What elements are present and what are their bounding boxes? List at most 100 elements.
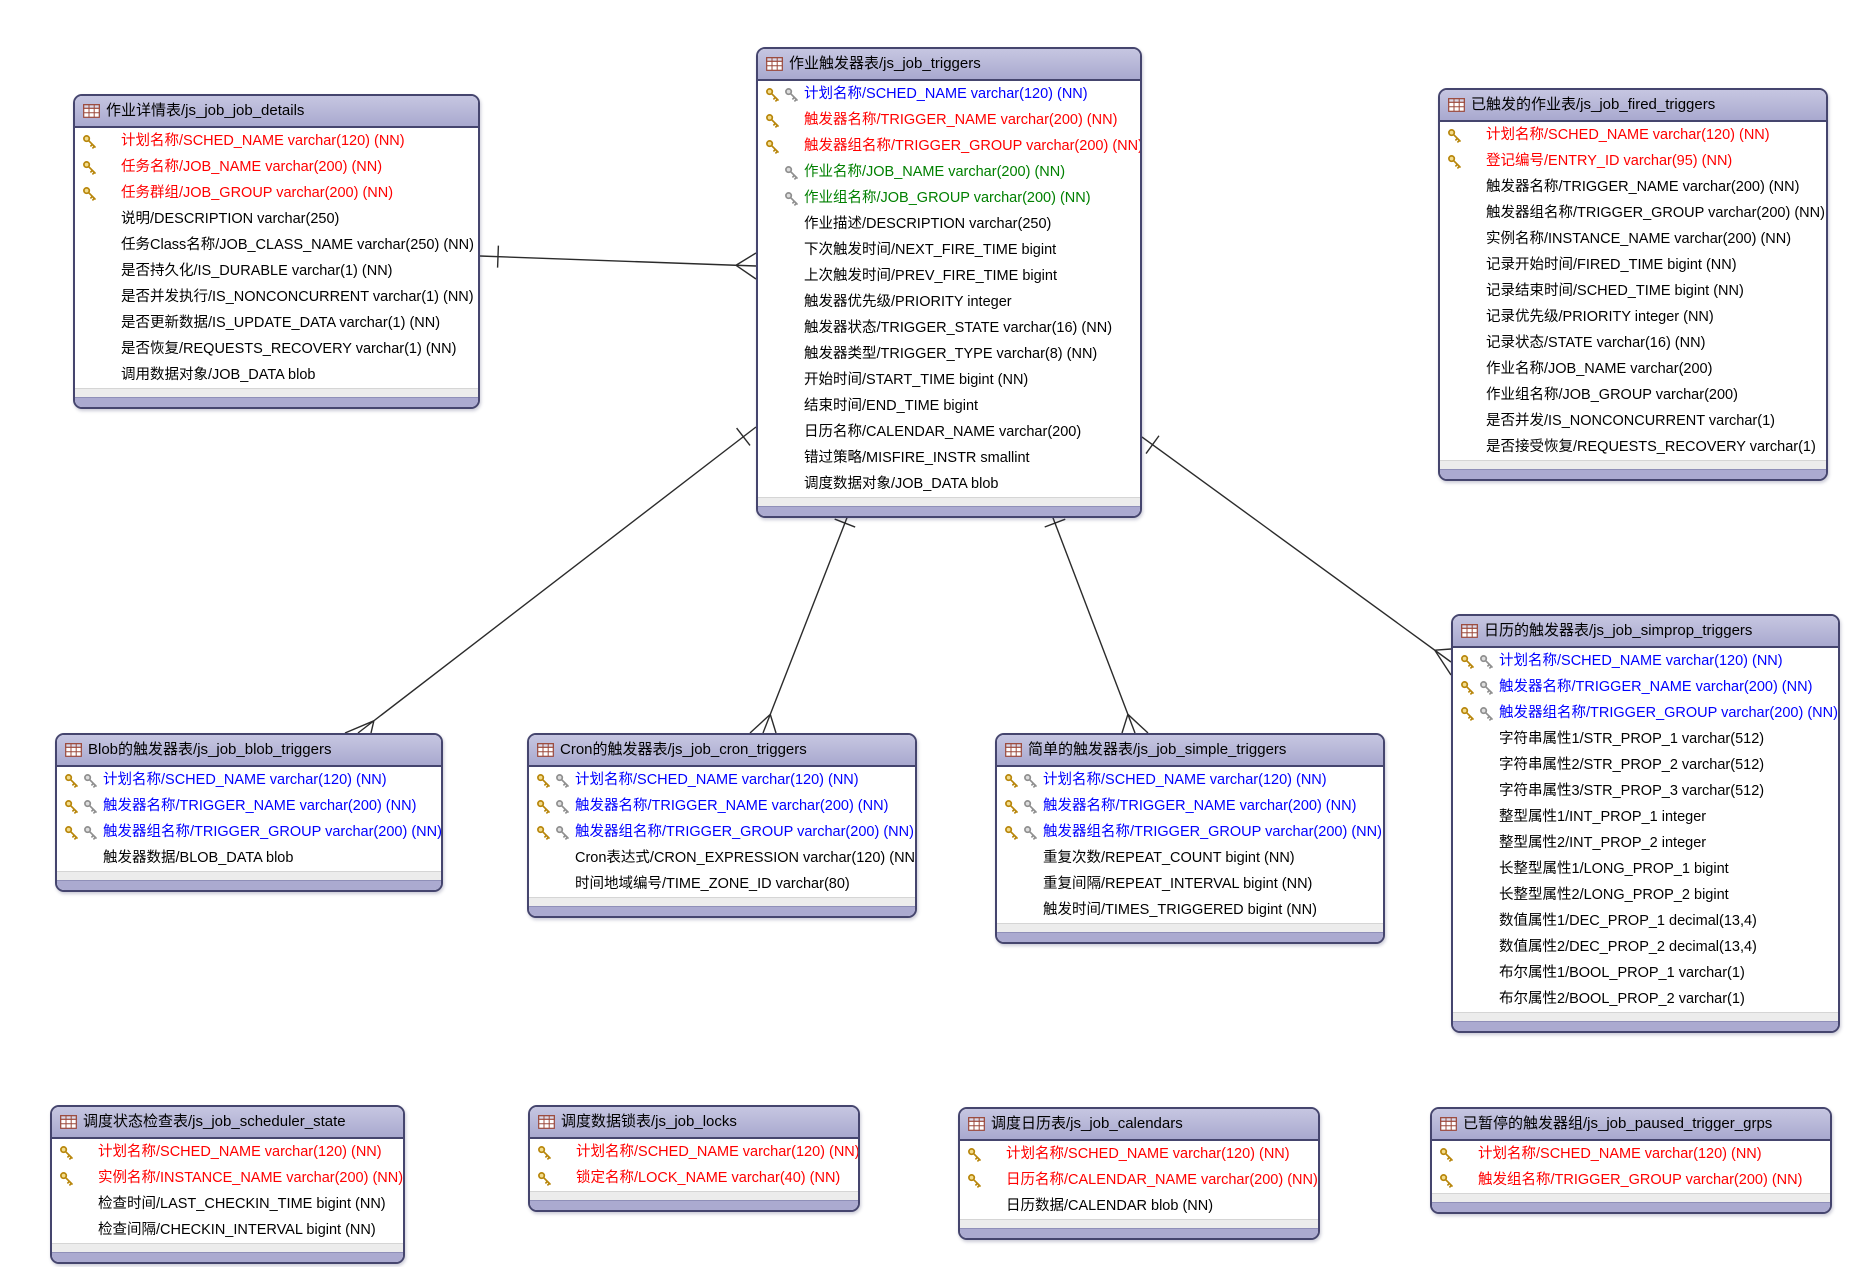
column-row[interactable]: 检查间隔/CHECKIN_INTERVAL bigint (NN) xyxy=(52,1217,403,1243)
column-row[interactable]: 数值属性1/DEC_PROP_1 decimal(13,4) xyxy=(1453,908,1838,934)
table-header[interactable]: 已暂停的触发器组/js_job_paused_trigger_grps xyxy=(1432,1109,1830,1141)
column-row[interactable]: 任务Class名称/JOB_CLASS_NAME varchar(250) (N… xyxy=(75,232,478,258)
entity-table-blob_triggers[interactable]: Blob的触发器表/js_job_blob_triggers 计划名称/SCHE… xyxy=(55,733,443,892)
relationship-line[interactable] xyxy=(762,509,851,734)
column-row[interactable]: 计划名称/SCHED_NAME varchar(120) (NN) xyxy=(1453,648,1838,674)
column-row[interactable]: 开始时间/START_TIME bigint (NN) xyxy=(758,367,1140,393)
column-row[interactable]: 下次触发时间/NEXT_FIRE_TIME bigint xyxy=(758,237,1140,263)
column-row[interactable]: 日历名称/CALENDAR_NAME varchar(200) (NN) xyxy=(960,1167,1318,1193)
entity-table-cron_triggers[interactable]: Cron的触发器表/js_job_cron_triggers 计划名称/SCHE… xyxy=(527,733,917,918)
column-row[interactable]: 重复次数/REPEAT_COUNT bigint (NN) xyxy=(997,845,1383,871)
entity-table-calendars[interactable]: 调度日历表/js_job_calendars 计划名称/SCHED_NAME v… xyxy=(958,1107,1320,1240)
column-row[interactable]: 是否持久化/IS_DURABLE varchar(1) (NN) xyxy=(75,258,478,284)
column-row[interactable]: 日历名称/CALENDAR_NAME varchar(200) xyxy=(758,419,1140,445)
column-row[interactable]: 整型属性1/INT_PROP_1 integer xyxy=(1453,804,1838,830)
column-row[interactable]: 触发器名称/TRIGGER_NAME varchar(200) (NN) xyxy=(57,793,441,819)
column-row[interactable]: 是否并发/IS_NONCONCURRENT varchar(1) xyxy=(1440,408,1826,434)
column-row[interactable]: 触发器状态/TRIGGER_STATE varchar(16) (NN) xyxy=(758,315,1140,341)
table-header[interactable]: 调度状态检查表/js_job_scheduler_state xyxy=(52,1107,403,1139)
column-row[interactable]: 作业名称/JOB_NAME varchar(200) (NN) xyxy=(758,159,1140,185)
column-row[interactable]: 触发器数据/BLOB_DATA blob xyxy=(57,845,441,871)
column-row[interactable]: 长整型属性1/LONG_PROP_1 bigint xyxy=(1453,856,1838,882)
column-row[interactable]: 作业描述/DESCRIPTION varchar(250) xyxy=(758,211,1140,237)
column-row[interactable]: 作业组名称/JOB_GROUP varchar(200) xyxy=(1440,382,1826,408)
column-row[interactable]: 是否接受恢复/REQUESTS_RECOVERY varchar(1) xyxy=(1440,434,1826,460)
column-row[interactable]: 实例名称/INSTANCE_NAME varchar(200) (NN) xyxy=(52,1165,403,1191)
table-header[interactable]: 调度日历表/js_job_calendars xyxy=(960,1109,1318,1141)
column-row[interactable]: 记录优先级/PRIORITY integer (NN) xyxy=(1440,304,1826,330)
column-row[interactable]: 触发器优先级/PRIORITY integer xyxy=(758,289,1140,315)
column-row[interactable]: 数值属性2/DEC_PROP_2 decimal(13,4) xyxy=(1453,934,1838,960)
column-row[interactable]: 触发组名称/TRIGGER_GROUP varchar(200) (NN) xyxy=(1432,1167,1830,1193)
column-row[interactable]: 触发器名称/TRIGGER_NAME varchar(200) (NN) xyxy=(1440,174,1826,200)
entity-table-scheduler_state[interactable]: 调度状态检查表/js_job_scheduler_state 计划名称/SCHE… xyxy=(50,1105,405,1264)
table-header[interactable]: 简单的触发器表/js_job_simple_triggers xyxy=(997,735,1383,767)
column-row[interactable]: 说明/DESCRIPTION varchar(250) xyxy=(75,206,478,232)
column-row[interactable]: 计划名称/SCHED_NAME varchar(120) (NN) xyxy=(52,1139,403,1165)
column-row[interactable]: 触发器名称/TRIGGER_NAME varchar(200) (NN) xyxy=(529,793,915,819)
entity-table-paused_trigger_grps[interactable]: 已暂停的触发器组/js_job_paused_trigger_grps 计划名称… xyxy=(1430,1107,1832,1214)
column-row[interactable]: 计划名称/SCHED_NAME varchar(120) (NN) xyxy=(57,767,441,793)
column-row[interactable]: 触发器组名称/TRIGGER_GROUP varchar(200) (NN) xyxy=(529,819,915,845)
column-row[interactable]: 记录开始时间/FIRED_TIME bigint (NN) xyxy=(1440,252,1826,278)
column-row[interactable]: 触发器组名称/TRIGGER_GROUP varchar(200) (NN) xyxy=(997,819,1383,845)
table-header[interactable]: 作业触发器表/js_job_triggers xyxy=(758,49,1140,81)
column-row[interactable]: 任务名称/JOB_NAME varchar(200) (NN) xyxy=(75,154,478,180)
column-row[interactable]: 作业名称/JOB_NAME varchar(200) xyxy=(1440,356,1826,382)
column-row[interactable]: 计划名称/SCHED_NAME varchar(120) (NN) xyxy=(997,767,1383,793)
column-row[interactable]: 触发器类型/TRIGGER_TYPE varchar(8) (NN) xyxy=(758,341,1140,367)
column-row[interactable]: 布尔属性2/BOOL_PROP_2 varchar(1) xyxy=(1453,986,1838,1012)
column-row[interactable]: Cron表达式/CRON_EXPRESSION varchar(120) (NN… xyxy=(529,845,915,871)
entity-table-simple_triggers[interactable]: 简单的触发器表/js_job_simple_triggers 计划名称/SCHE… xyxy=(995,733,1385,944)
column-row[interactable]: 触发器名称/TRIGGER_NAME varchar(200) (NN) xyxy=(997,793,1383,819)
column-row[interactable]: 计划名称/SCHED_NAME varchar(120) (NN) xyxy=(1440,122,1826,148)
column-row[interactable]: 调用数据对象/JOB_DATA blob xyxy=(75,362,478,388)
column-row[interactable]: 字符串属性1/STR_PROP_1 varchar(512) xyxy=(1453,726,1838,752)
column-row[interactable]: 上次触发时间/PREV_FIRE_TIME bigint xyxy=(758,263,1140,289)
table-header[interactable]: 作业详情表/js_job_job_details xyxy=(75,96,478,128)
column-row[interactable]: 计划名称/SCHED_NAME varchar(120) (NN) xyxy=(758,81,1140,107)
column-row[interactable]: 触发器组名称/TRIGGER_GROUP varchar(200) (NN) xyxy=(1453,700,1838,726)
column-row[interactable]: 计划名称/SCHED_NAME varchar(120) (NN) xyxy=(529,767,915,793)
column-row[interactable]: 字符串属性3/STR_PROP_3 varchar(512) xyxy=(1453,778,1838,804)
column-row[interactable]: 触发器组名称/TRIGGER_GROUP varchar(200) (NN) xyxy=(758,133,1140,159)
column-row[interactable]: 重复间隔/REPEAT_INTERVAL bigint (NN) xyxy=(997,871,1383,897)
relationship-line[interactable] xyxy=(357,426,757,734)
column-row[interactable]: 是否恢复/REQUESTS_RECOVERY varchar(1) (NN) xyxy=(75,336,478,362)
entity-table-job_details[interactable]: 作业详情表/js_job_job_details 计划名称/SCHED_NAME… xyxy=(73,94,480,409)
column-row[interactable]: 触发器组名称/TRIGGER_GROUP varchar(200) (NN) xyxy=(57,819,441,845)
column-row[interactable]: 计划名称/SCHED_NAME varchar(120) (NN) xyxy=(960,1141,1318,1167)
entity-table-triggers[interactable]: 作业触发器表/js_job_triggers 计划名称/SCHED_NAME v… xyxy=(756,47,1142,518)
table-header[interactable]: 调度数据锁表/js_job_locks xyxy=(530,1107,858,1139)
column-row[interactable]: 是否更新数据/IS_UPDATE_DATA varchar(1) (NN) xyxy=(75,310,478,336)
column-row[interactable]: 记录结束时间/SCHED_TIME bigint (NN) xyxy=(1440,278,1826,304)
column-row[interactable]: 是否并发执行/IS_NONCONCURRENT varchar(1) (NN) xyxy=(75,284,478,310)
column-row[interactable]: 整型属性2/INT_PROP_2 integer xyxy=(1453,830,1838,856)
relationship-line[interactable] xyxy=(479,255,757,267)
column-row[interactable]: 时间地域编号/TIME_ZONE_ID varchar(80) xyxy=(529,871,915,897)
column-row[interactable]: 调度数据对象/JOB_DATA blob xyxy=(758,471,1140,497)
relationship-line[interactable] xyxy=(1141,436,1452,663)
column-row[interactable]: 任务群组/JOB_GROUP varchar(200) (NN) xyxy=(75,180,478,206)
column-row[interactable]: 记录状态/STATE varchar(16) (NN) xyxy=(1440,330,1826,356)
column-row[interactable]: 锁定名称/LOCK_NAME varchar(40) (NN) xyxy=(530,1165,858,1191)
column-row[interactable]: 计划名称/SCHED_NAME varchar(120) (NN) xyxy=(75,128,478,154)
table-header[interactable]: Blob的触发器表/js_job_blob_triggers xyxy=(57,735,441,767)
entity-table-fired_triggers[interactable]: 已触发的作业表/js_job_fired_triggers 计划名称/SCHED… xyxy=(1438,88,1828,481)
column-row[interactable]: 布尔属性1/BOOL_PROP_1 varchar(1) xyxy=(1453,960,1838,986)
column-row[interactable]: 触发器名称/TRIGGER_NAME varchar(200) (NN) xyxy=(1453,674,1838,700)
column-row[interactable]: 检查时间/LAST_CHECKIN_TIME bigint (NN) xyxy=(52,1191,403,1217)
column-row[interactable]: 错过策略/MISFIRE_INSTR smallint xyxy=(758,445,1140,471)
column-row[interactable]: 字符串属性2/STR_PROP_2 varchar(512) xyxy=(1453,752,1838,778)
table-header[interactable]: 已触发的作业表/js_job_fired_triggers xyxy=(1440,90,1826,122)
column-row[interactable]: 长整型属性2/LONG_PROP_2 bigint xyxy=(1453,882,1838,908)
entity-table-simprop_triggers[interactable]: 日历的触发器表/js_job_simprop_triggers 计划名称/SCH… xyxy=(1451,614,1840,1033)
column-row[interactable]: 日历数据/CALENDAR blob (NN) xyxy=(960,1193,1318,1219)
table-header[interactable]: 日历的触发器表/js_job_simprop_triggers xyxy=(1453,616,1838,648)
column-row[interactable]: 登记编号/ENTRY_ID varchar(95) (NN) xyxy=(1440,148,1826,174)
column-row[interactable]: 触发时间/TIMES_TRIGGERED bigint (NN) xyxy=(997,897,1383,923)
column-row[interactable]: 触发器组名称/TRIGGER_GROUP varchar(200) (NN) xyxy=(1440,200,1826,226)
column-row[interactable]: 计划名称/SCHED_NAME varchar(120) (NN) xyxy=(530,1139,858,1165)
relationship-line[interactable] xyxy=(1049,509,1136,734)
column-row[interactable]: 作业组名称/JOB_GROUP varchar(200) (NN) xyxy=(758,185,1140,211)
